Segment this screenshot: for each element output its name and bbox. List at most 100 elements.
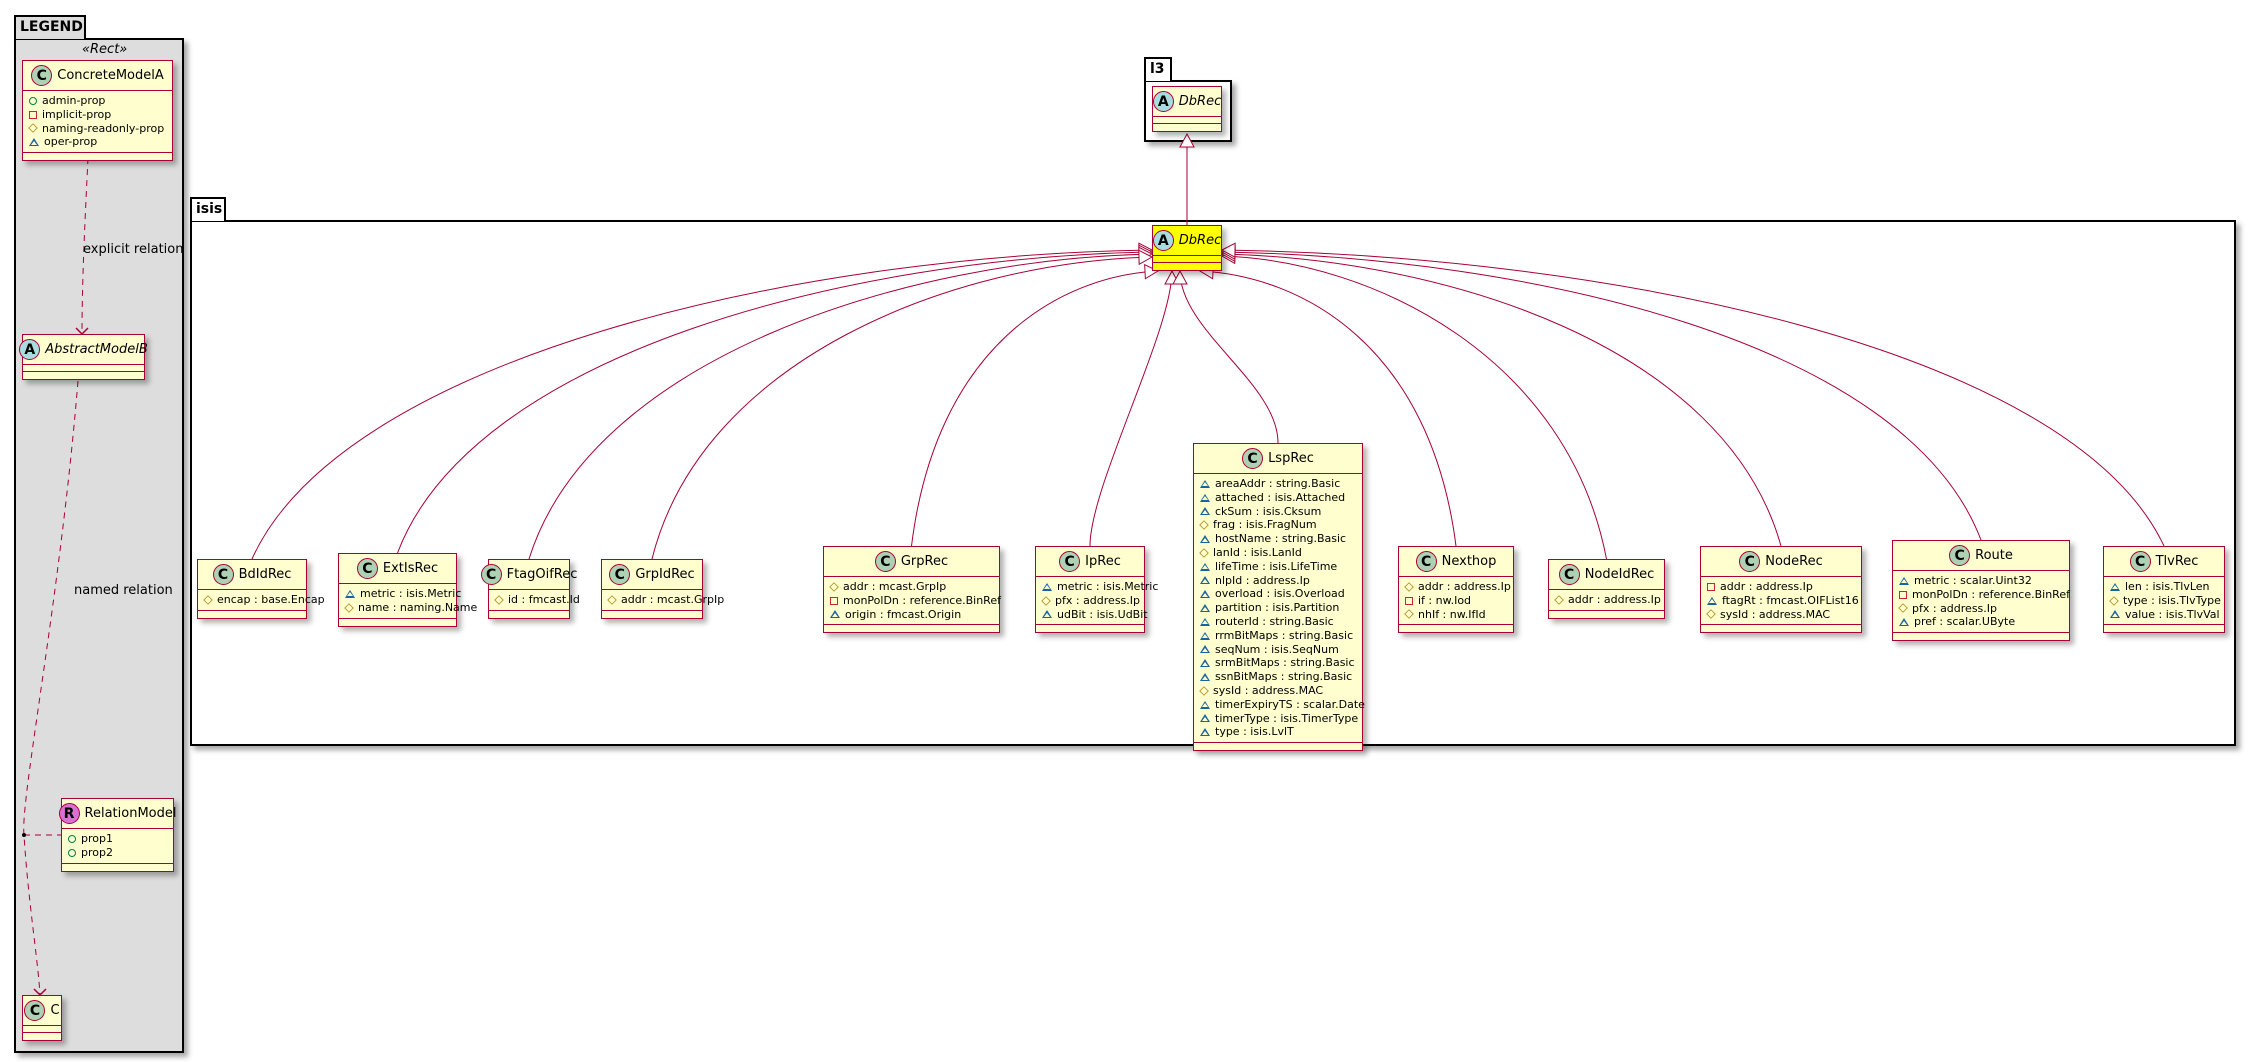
visibility-protected-icon bbox=[203, 595, 213, 605]
class-abstractmodelb[interactable]: A AbstractModelB bbox=[19, 334, 148, 380]
class-name: NodeIdRec bbox=[1584, 567, 1655, 582]
class-attribute: sysId : address.MAC bbox=[1706, 608, 1855, 622]
class-name: BdIdRec bbox=[238, 567, 292, 582]
class-header: C GrpIdRec bbox=[602, 560, 702, 590]
class-name: NodeRec bbox=[1765, 554, 1823, 569]
class-name: ExtIsRec bbox=[382, 561, 439, 576]
class-attribute: monPolDn : reference.BinRef bbox=[830, 594, 1001, 608]
class-attribute: type : isis.TlvType bbox=[2109, 594, 2221, 608]
attribute-text: nhIf : nw.IfId bbox=[1418, 607, 1486, 621]
visibility-protected-icon bbox=[494, 595, 504, 605]
attribute-text: origin : fmcast.Origin bbox=[845, 607, 962, 621]
class-attributes bbox=[1153, 256, 1221, 263]
class-attribute: hostName : string.Basic bbox=[1200, 532, 1356, 546]
class-attributes bbox=[23, 365, 144, 372]
class-attribute: value : isis.TlvVal bbox=[2110, 607, 2220, 622]
legend-package bbox=[14, 38, 184, 1053]
inheritance-arrow-icon bbox=[1144, 263, 1160, 280]
class-name: GrpIdRec bbox=[635, 567, 695, 582]
class-attribute: addr : mcast.GrpIp bbox=[607, 593, 724, 607]
visibility-public-icon bbox=[68, 848, 76, 857]
named-relation-edge bbox=[23, 380, 79, 996]
edge-route-to-dbrec bbox=[1221, 251, 1982, 541]
visibility-protected-icon bbox=[829, 582, 839, 592]
class-attribute: lifeTime : isis.LifeTime bbox=[1200, 560, 1356, 574]
class-kind-R-icon: R bbox=[58, 803, 80, 824]
class-attributes: addr : address.Ip bbox=[1549, 590, 1664, 611]
visibility-private-icon bbox=[29, 110, 37, 119]
class-attribute: id : fmcast.Id bbox=[494, 593, 580, 607]
visibility-public-icon bbox=[29, 96, 37, 105]
class-kind-A-icon: A bbox=[19, 339, 41, 360]
class-kind-C-icon: C bbox=[356, 558, 378, 579]
class-kind-C-icon: C bbox=[1059, 551, 1081, 572]
class-attribute: if : nw.Iod bbox=[1405, 594, 1507, 608]
class-attribute: addr : mcast.GrpIp bbox=[829, 580, 993, 594]
class-attribute: sysId : address.MAC bbox=[1199, 684, 1356, 698]
class-name: AbstractModelB bbox=[45, 342, 148, 357]
class-attribute: seqNum : isis.SeqNum bbox=[1200, 643, 1356, 657]
class-methods bbox=[198, 611, 306, 618]
class-name: Route bbox=[1975, 548, 2013, 563]
class-kind-C-icon: C bbox=[480, 564, 502, 585]
edge-nexthop-to-dbrec bbox=[1199, 270, 1457, 547]
class-methods bbox=[489, 611, 569, 618]
inheritance-arrow-icon bbox=[1179, 132, 1195, 148]
attribute-text: addr : address.Ip bbox=[1568, 593, 1661, 606]
visibility-package-icon bbox=[1200, 645, 1210, 654]
class-kind-C-icon: C bbox=[609, 564, 631, 585]
class-name: Nexthop bbox=[1441, 554, 1497, 569]
class-kind-C-icon: C bbox=[24, 1000, 46, 1021]
class-kind-C-icon: C bbox=[874, 551, 896, 572]
class-name: C bbox=[50, 1003, 60, 1018]
visibility-package-icon bbox=[1200, 659, 1210, 668]
attribute-text: pfx : address.Ip bbox=[1912, 601, 1998, 615]
class-grpidrec[interactable]: C GrpIdRec addr : mcast.GrpIp bbox=[601, 559, 724, 619]
attribute-text: ssnBitMaps : string.Basic bbox=[1215, 670, 1353, 684]
attribute-text: timerExpiryTS : scalar.Date bbox=[1215, 697, 1365, 711]
class-attribute: frag : isis.FragNum bbox=[1199, 518, 1356, 532]
attribute-text: addr : address.Ip bbox=[1418, 580, 1511, 593]
edge-ftagoifrec-to-dbrec bbox=[528, 253, 1153, 560]
visibility-protected-icon bbox=[1041, 595, 1051, 606]
visibility-protected-icon bbox=[1199, 548, 1209, 558]
visibility-package-icon bbox=[1042, 582, 1052, 591]
attribute-text: value : isis.TlvVal bbox=[2125, 607, 2220, 621]
visibility-package-icon bbox=[1200, 535, 1210, 544]
attribute-text: pfx : address.Ip bbox=[1055, 593, 1141, 607]
edge-bdidrec-to-dbrec bbox=[251, 249, 1153, 560]
visibility-package-icon bbox=[2110, 582, 2120, 591]
class-attribute: addr : address.Ip bbox=[1554, 593, 1661, 607]
class-methods bbox=[23, 153, 172, 160]
visibility-package-icon bbox=[1899, 576, 1909, 585]
attribute-text: admin-prop bbox=[42, 94, 106, 107]
